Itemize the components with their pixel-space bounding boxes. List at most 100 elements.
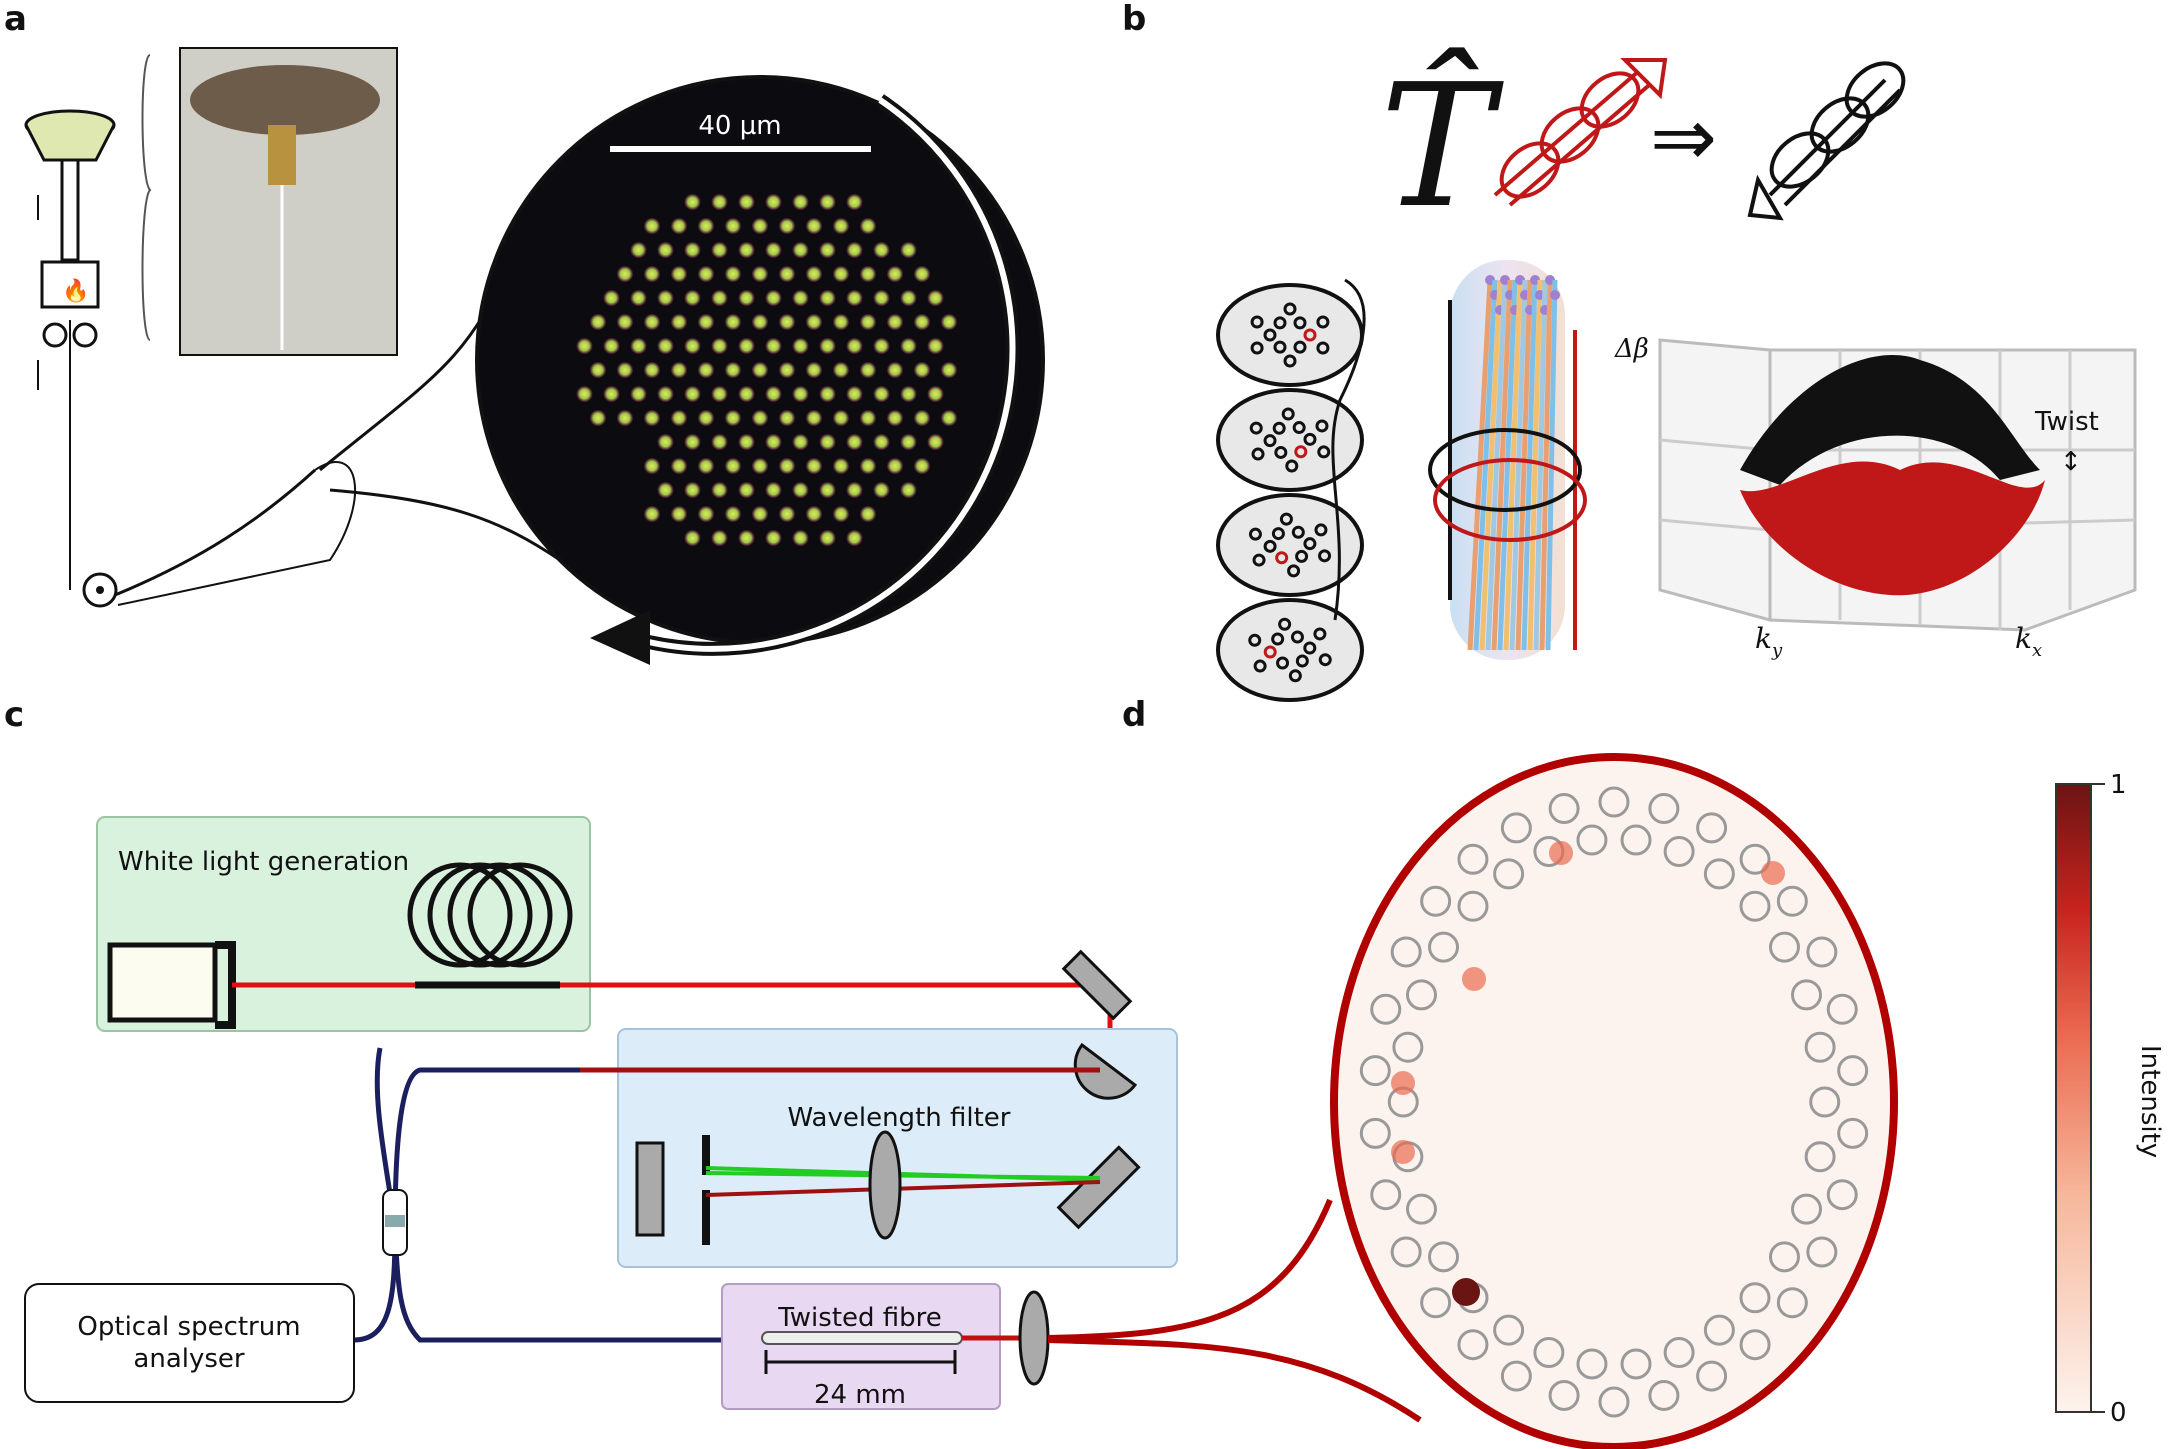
curved-mirror [1073, 1042, 1138, 1100]
core-spot [914, 314, 930, 330]
core-spot [833, 266, 849, 282]
core-spot [914, 362, 930, 378]
scale-bar-label: 40 µm [698, 111, 781, 141]
core-spot [779, 410, 795, 426]
mode-marker [1392, 1031, 1424, 1063]
twisted-fibre-box [721, 1283, 1001, 1410]
core-spot [671, 458, 687, 474]
core-spot [644, 362, 660, 378]
core-spot [860, 410, 876, 426]
panel-label-a: a [4, 0, 27, 39]
core-spot [792, 290, 809, 306]
core-spot [698, 458, 714, 474]
core-spot [590, 314, 606, 330]
osa-label-line2: analyser [133, 1344, 244, 1374]
core-spot [900, 242, 917, 258]
core-spot [900, 290, 917, 306]
core-spot [630, 386, 647, 402]
core-spot [603, 338, 620, 354]
core-spot [765, 434, 782, 450]
operator-t-hat: T̂ [1380, 47, 1504, 246]
mode-marker [1826, 993, 1858, 1025]
core-spot [779, 218, 795, 234]
core-spot [711, 290, 728, 306]
core-spot [873, 482, 890, 498]
core-spot [698, 314, 714, 330]
output-intensity-map [1330, 753, 1898, 1449]
mode-marker [1703, 1314, 1735, 1346]
mode-marker [1648, 793, 1680, 825]
core-spot [765, 530, 782, 546]
mode-marker [1837, 1117, 1869, 1149]
brightest-spot [1452, 1278, 1480, 1306]
core-spot [806, 314, 822, 330]
mode-marker [1703, 858, 1735, 890]
core-spot [833, 410, 849, 426]
core-spot [644, 506, 660, 522]
core-spot [927, 290, 944, 306]
twist-label: Twist [2034, 407, 2099, 437]
core-spot [833, 218, 849, 234]
mode-marker [1696, 1360, 1728, 1392]
core-spot [738, 194, 755, 210]
implies-arrow: ⇒ [1650, 91, 1717, 184]
core-spot [779, 362, 795, 378]
core-spot [671, 218, 687, 234]
pump-laser [107, 942, 218, 1023]
core-spot [644, 266, 660, 282]
core-spot [684, 434, 701, 450]
mode-marker [1776, 885, 1808, 917]
core-spot [846, 530, 863, 546]
core-spot [860, 458, 876, 474]
core-disc [1216, 493, 1364, 597]
core-spot [792, 338, 809, 354]
band-structure-3d-plot: Δβ Twist ↕ ky kx [1614, 334, 2137, 661]
mode-marker [1457, 890, 1489, 922]
core-spot [846, 290, 863, 306]
core-spot [711, 386, 728, 402]
core-spot [792, 530, 809, 546]
core-spot [779, 266, 795, 282]
mode-marker [1359, 1117, 1391, 1149]
mode-marker [1533, 1337, 1565, 1369]
core-spot [644, 458, 660, 474]
core-spot [806, 506, 822, 522]
core-spot [684, 482, 701, 498]
colorbar [2055, 783, 2092, 1413]
mode-marker [1405, 979, 1437, 1011]
mode-marker [1457, 1329, 1489, 1361]
mode-marker [1739, 843, 1771, 875]
core-spot [738, 290, 755, 306]
core-spot [738, 482, 755, 498]
core-spot [860, 362, 876, 378]
core-spot [765, 290, 782, 306]
core-spot [927, 386, 944, 402]
colorbar-max: 1 [2110, 770, 2127, 800]
core-spot [860, 314, 876, 330]
core-spot [684, 386, 701, 402]
red-helix-icon [1493, 58, 1668, 207]
core-spot [846, 434, 863, 450]
core-spot [833, 506, 849, 522]
core-spot [806, 218, 822, 234]
core-spot [671, 266, 687, 282]
panel-label-d: d [1122, 695, 1146, 735]
core-spot [927, 434, 944, 450]
core-spot [900, 482, 917, 498]
mode-marker [1405, 1193, 1437, 1225]
mode-marker [1804, 1141, 1836, 1173]
core-spot [779, 458, 795, 474]
core-spot [846, 242, 863, 258]
core-spot [725, 314, 741, 330]
mode-marker [1576, 824, 1608, 856]
colorbar-label: Intensity [2135, 1045, 2165, 1158]
core-spot [684, 242, 701, 258]
core-disc [1216, 388, 1364, 492]
core-spot [752, 218, 768, 234]
core-spot [819, 338, 836, 354]
core-disc [1216, 283, 1364, 387]
core-spot [725, 266, 741, 282]
lens-1 [868, 1130, 902, 1240]
core-spot [657, 290, 674, 306]
core-spot [603, 290, 620, 306]
